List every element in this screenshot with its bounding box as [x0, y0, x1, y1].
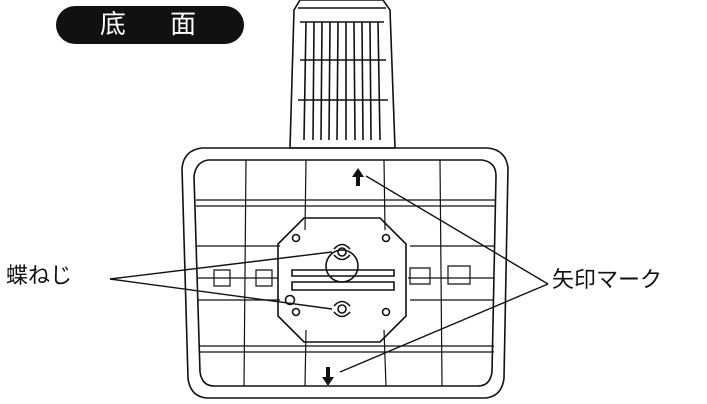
- arrow-down-mark: [322, 367, 334, 386]
- hinge-slots: [198, 265, 494, 287]
- arrow-marks: [322, 168, 364, 386]
- base-ribs: [196, 159, 496, 387]
- wing-nut-label: 蝶ねじ: [6, 264, 73, 289]
- wing-nut-lower: [333, 300, 351, 318]
- base-plate-outline: [181, 147, 509, 399]
- center-mount-plate: [277, 217, 407, 343]
- wing-nut-upper: [333, 243, 351, 261]
- pole-grille: [289, 0, 396, 149]
- section-title-badge: 底 面: [56, 6, 244, 44]
- arrow-up-mark: [352, 168, 364, 186]
- leader-lines: [109, 175, 549, 373]
- arrow-mark-label: 矢印マーク: [552, 268, 663, 293]
